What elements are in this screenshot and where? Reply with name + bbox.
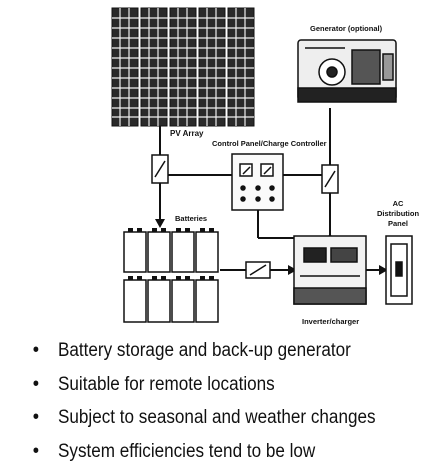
pv-array-label: PV Array xyxy=(170,129,204,138)
ac-distribution-panel xyxy=(385,235,413,305)
disconnect-switch-generator xyxy=(321,164,339,194)
bullet-item: Suitable for remote locations xyxy=(33,368,376,402)
inverter-label: Inverter/charger xyxy=(302,317,359,326)
bullet-list: Battery storage and back-up generator Su… xyxy=(33,334,411,469)
control-panel-label: Control Panel/Charge Controller xyxy=(212,139,327,148)
control-panel xyxy=(231,153,284,211)
battery-terminals xyxy=(128,228,214,280)
bullet-item: Subject to seasonal and weather changes xyxy=(33,401,376,435)
batteries-label: Batteries xyxy=(175,214,207,223)
ac-panel-label-line1: AC xyxy=(393,199,404,208)
battery-bank xyxy=(123,231,219,323)
pv-array xyxy=(111,7,255,127)
bullet-item: System efficiencies tend to be low xyxy=(33,435,376,469)
inverter-charger xyxy=(293,235,367,305)
generator-label: Generator (optional) xyxy=(310,24,383,33)
ac-panel-label-line2: Distribution xyxy=(377,209,419,218)
system-diagram: PV Array Generator (optional) Control Pa… xyxy=(111,7,419,326)
bullet-item: Battery storage and back-up generator xyxy=(33,334,376,368)
ac-panel-label-line3: Panel xyxy=(388,219,408,228)
generator xyxy=(297,39,397,103)
disconnect-switch-battery xyxy=(245,261,271,279)
disconnect-switch-pv xyxy=(151,154,169,184)
